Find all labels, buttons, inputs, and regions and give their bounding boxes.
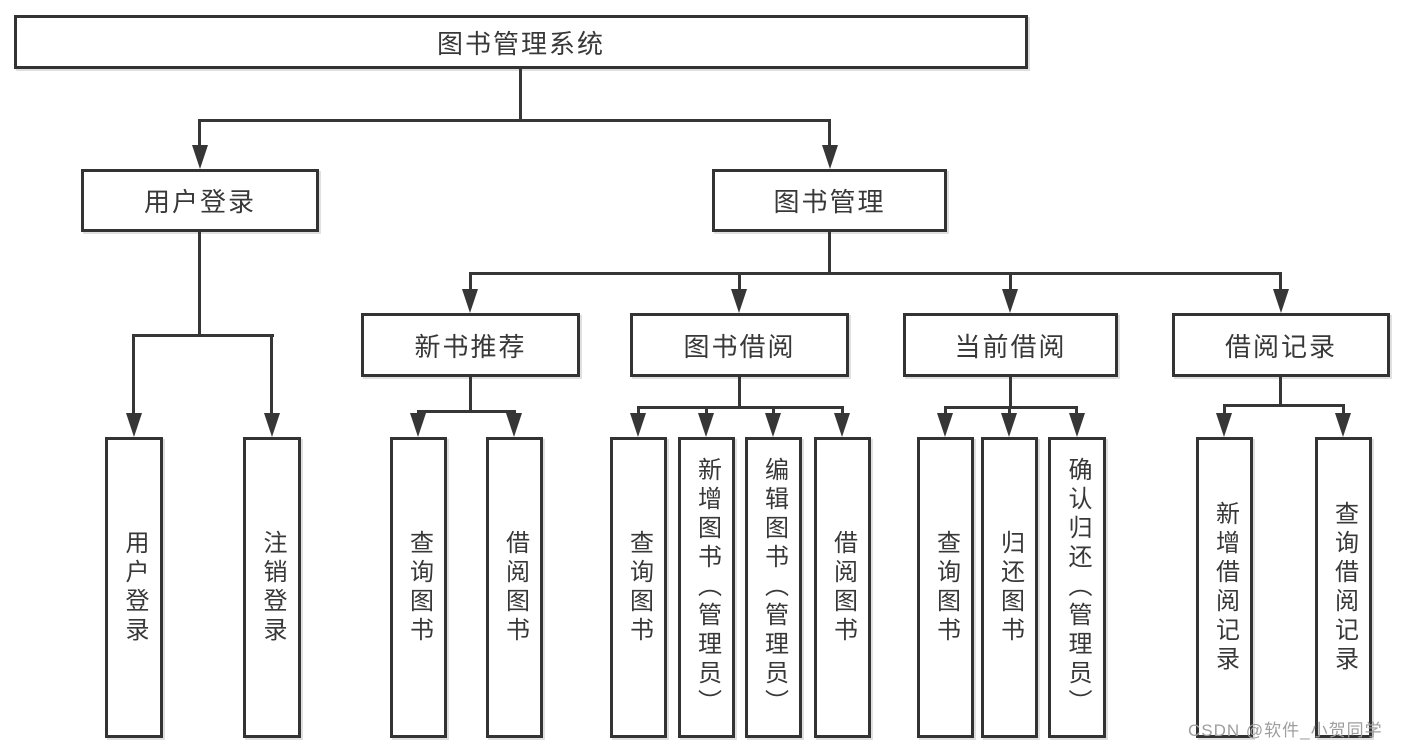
arrowhead-icon	[126, 413, 142, 437]
connector-line	[1342, 404, 1345, 415]
connector-line	[828, 232, 831, 275]
leaf-label: 编辑图书（管理员）	[760, 457, 788, 718]
connector-line	[738, 272, 741, 292]
leaf-label: 确认归还（管理员）	[1064, 457, 1091, 718]
arrowhead-icon	[1001, 413, 1017, 437]
node-borrowing-records-label: 借阅记录	[1224, 331, 1337, 362]
node-book-management: 图书管理	[712, 169, 947, 232]
node-current-borrowing-label: 当前借阅	[954, 331, 1067, 362]
connector-line	[1279, 377, 1282, 407]
arrowhead-icon	[192, 145, 208, 169]
connector-line	[132, 334, 135, 416]
leaf-add-borrow-record: 新增借阅记录	[1196, 437, 1253, 738]
connector-line	[469, 377, 472, 413]
arrowhead-icon	[264, 413, 280, 437]
connector-line	[637, 406, 640, 415]
arrowhead-icon	[1002, 289, 1018, 313]
node-user-login-label: 用户登录	[143, 187, 256, 217]
connector-line	[738, 377, 741, 409]
connector-line	[198, 119, 831, 122]
leaf-query-borrow-record: 查询借阅记录	[1315, 437, 1372, 738]
watermark: CSDN @软件_小贺同学	[1188, 721, 1383, 740]
arrowhead-icon	[1335, 413, 1351, 437]
leaf-borrow-books: 借阅图书	[814, 437, 871, 738]
leaf-logout: 注销登录	[243, 437, 301, 738]
node-new-book-recommend: 新书推荐	[361, 313, 580, 377]
leaf-label: 归还图书	[996, 529, 1024, 646]
arrowhead-icon	[765, 413, 781, 437]
connector-line	[469, 272, 472, 292]
leaf-label: 查询借阅记录	[1330, 500, 1358, 675]
leaf-query-books-rec: 查询图书	[390, 437, 447, 738]
connector-line	[1223, 404, 1226, 415]
leaf-label: 用户登录	[121, 529, 148, 646]
connector-line	[198, 119, 201, 147]
leaf-query-books-borrow: 查询图书	[610, 437, 667, 738]
connector-line	[828, 119, 831, 147]
leaf-borrow-books-rec: 借阅图书	[486, 437, 543, 738]
arrowhead-icon	[1216, 413, 1232, 437]
connector-line	[944, 406, 1078, 409]
connector-line	[637, 406, 844, 409]
connector-line	[270, 334, 273, 416]
leaf-label: 查询图书	[625, 529, 653, 646]
node-book-borrowing-label: 图书借阅	[683, 331, 796, 362]
connector-line	[417, 410, 516, 413]
leaf-label: 借阅图书	[829, 529, 857, 646]
node-new-book-recommend-label: 新书推荐	[414, 331, 527, 362]
leaf-confirm-return-admin: 确认归还（管理员）	[1048, 437, 1106, 738]
arrowhead-icon	[937, 413, 953, 437]
node-book-borrowing: 图书借阅	[630, 313, 849, 377]
arrowhead-icon	[731, 289, 747, 313]
connector-line	[469, 272, 1282, 275]
connector-line	[198, 232, 201, 336]
leaf-label: 新增图书（管理员）	[693, 457, 721, 718]
arrowhead-icon	[822, 145, 838, 169]
connector-line	[1009, 272, 1012, 292]
connector-line	[841, 406, 844, 415]
arrowhead-icon	[1273, 289, 1289, 313]
node-borrowing-records: 借阅记录	[1172, 313, 1390, 377]
arrowhead-icon	[1069, 413, 1085, 437]
arrowhead-icon	[630, 413, 646, 437]
connector-line	[1223, 404, 1344, 407]
connector-line	[705, 406, 708, 415]
arrowhead-icon	[834, 413, 850, 437]
leaf-label: 查询图书	[932, 529, 960, 646]
connector-line	[772, 406, 775, 415]
leaf-label: 借阅图书	[501, 529, 529, 646]
leaf-edit-books-admin: 编辑图书（管理员）	[745, 437, 802, 738]
arrowhead-icon	[506, 413, 522, 437]
node-current-borrowing: 当前借阅	[903, 313, 1118, 377]
node-library-system: 图书管理系统	[14, 15, 1028, 69]
leaf-label: 查询图书	[405, 529, 433, 646]
connector-line	[1279, 272, 1282, 292]
leaf-user-login: 用户登录	[105, 437, 163, 738]
node-book-management-label: 图书管理	[773, 187, 886, 217]
node-library-system-label: 图书管理系统	[436, 28, 605, 59]
arrowhead-icon	[462, 289, 478, 313]
arrowhead-icon	[410, 413, 426, 437]
leaf-return-books: 归还图书	[981, 437, 1038, 738]
connector-line	[1008, 406, 1011, 415]
leaf-query-books-current: 查询图书	[917, 437, 974, 738]
connector-line	[1009, 377, 1012, 409]
leaf-label: 注销登录	[259, 529, 286, 646]
leaf-label: 新增借阅记录	[1211, 500, 1239, 675]
leaf-add-books-admin: 新增图书（管理员）	[678, 437, 735, 738]
arrowhead-icon	[698, 413, 714, 437]
connector-line	[132, 334, 274, 337]
node-user-login: 用户登录	[81, 169, 319, 232]
connector-line	[944, 406, 947, 415]
connector-line	[519, 69, 522, 121]
connector-line	[1075, 406, 1078, 415]
